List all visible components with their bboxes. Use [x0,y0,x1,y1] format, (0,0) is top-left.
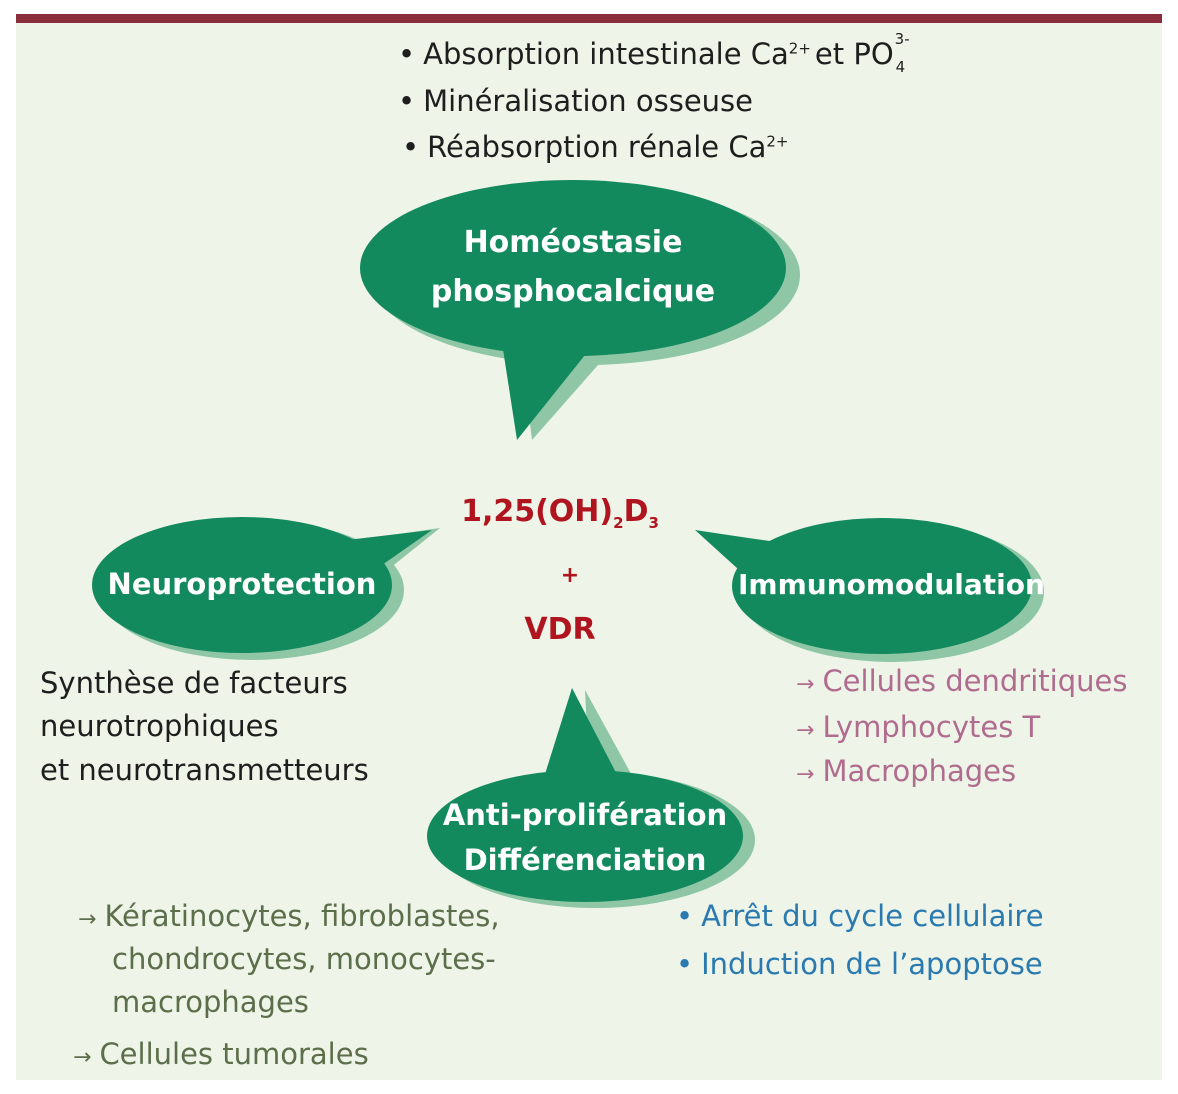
label-homeostasie-line2: phosphocalcique [430,274,716,309]
label-antiprolif-line1: Anti-prolifération [442,798,728,832]
bubble-immunomodulation [695,518,1044,662]
antiprolif-list-item-2: →Cellules tumorales [73,1037,369,1071]
antiprolif-list-item-1-line1: →Kératinocytes, fibroblastes, [78,899,500,933]
top-accent-bar [16,14,1162,23]
label-neuroprotection: Neuroprotection [107,567,377,601]
arrow-icon: → [78,907,97,932]
bubble-antiprolif-tail [540,688,625,790]
immuno-list-item-2: →Lymphocytes T [796,710,1041,744]
neuro-text-line3: et neurotransmetteurs [40,753,369,787]
top-list-item-mineralisation: •Minéralisation osseuse [398,84,753,118]
antiprolif-list-item-1-line3: macrophages [112,985,309,1019]
center-formula: 1,25(OH)2D3 [461,494,659,532]
bubble-antiprolif-body [427,770,743,902]
immuno-list-item-1: →Cellules dendritiques [796,664,1128,698]
bubble-homeostasie [360,180,800,440]
center-receptor: VDR [524,612,596,647]
arrow-icon: → [73,1045,92,1070]
bullet: • [402,130,420,164]
bubble-neuroprotection-body [92,517,392,653]
cycle-list-item-2: •Induction de l’apoptose [676,947,1043,981]
bubble-antiprolif [427,688,755,908]
label-antiprolif-line2: Différenciation [463,843,707,877]
arrow-icon: → [796,762,815,787]
antiprolif-list-item-1-line2: chondrocytes, monocytes- [112,942,496,976]
label-homeostasie-line1: Homéostasie [463,225,683,260]
top-list-item-reabsorption: •Réabsorption rénale Ca2+ [402,130,789,164]
bubble-immunomodulation-body [732,518,1032,654]
arrow-icon: → [796,672,815,697]
arrow-icon: → [796,718,815,743]
immuno-list-item-3: →Macrophages [796,754,1017,788]
bullet: • [676,899,694,933]
neuro-text-line2: neurotrophiques [40,709,279,743]
label-immunomodulation: Immunomodulation [738,568,1045,601]
bubble-homeostasie-body [360,180,786,356]
cycle-list-item-1: •Arrêt du cycle cellulaire [676,899,1044,933]
bullet: • [398,84,416,118]
bullet: • [676,947,694,981]
bubble-homeostasie-tail [500,330,605,440]
bullet: • [398,37,416,71]
bubble-neuroprotection [92,517,440,660]
neuro-text-line1: Synthèse de facteurs [40,666,348,700]
center-plus: + [560,563,580,588]
